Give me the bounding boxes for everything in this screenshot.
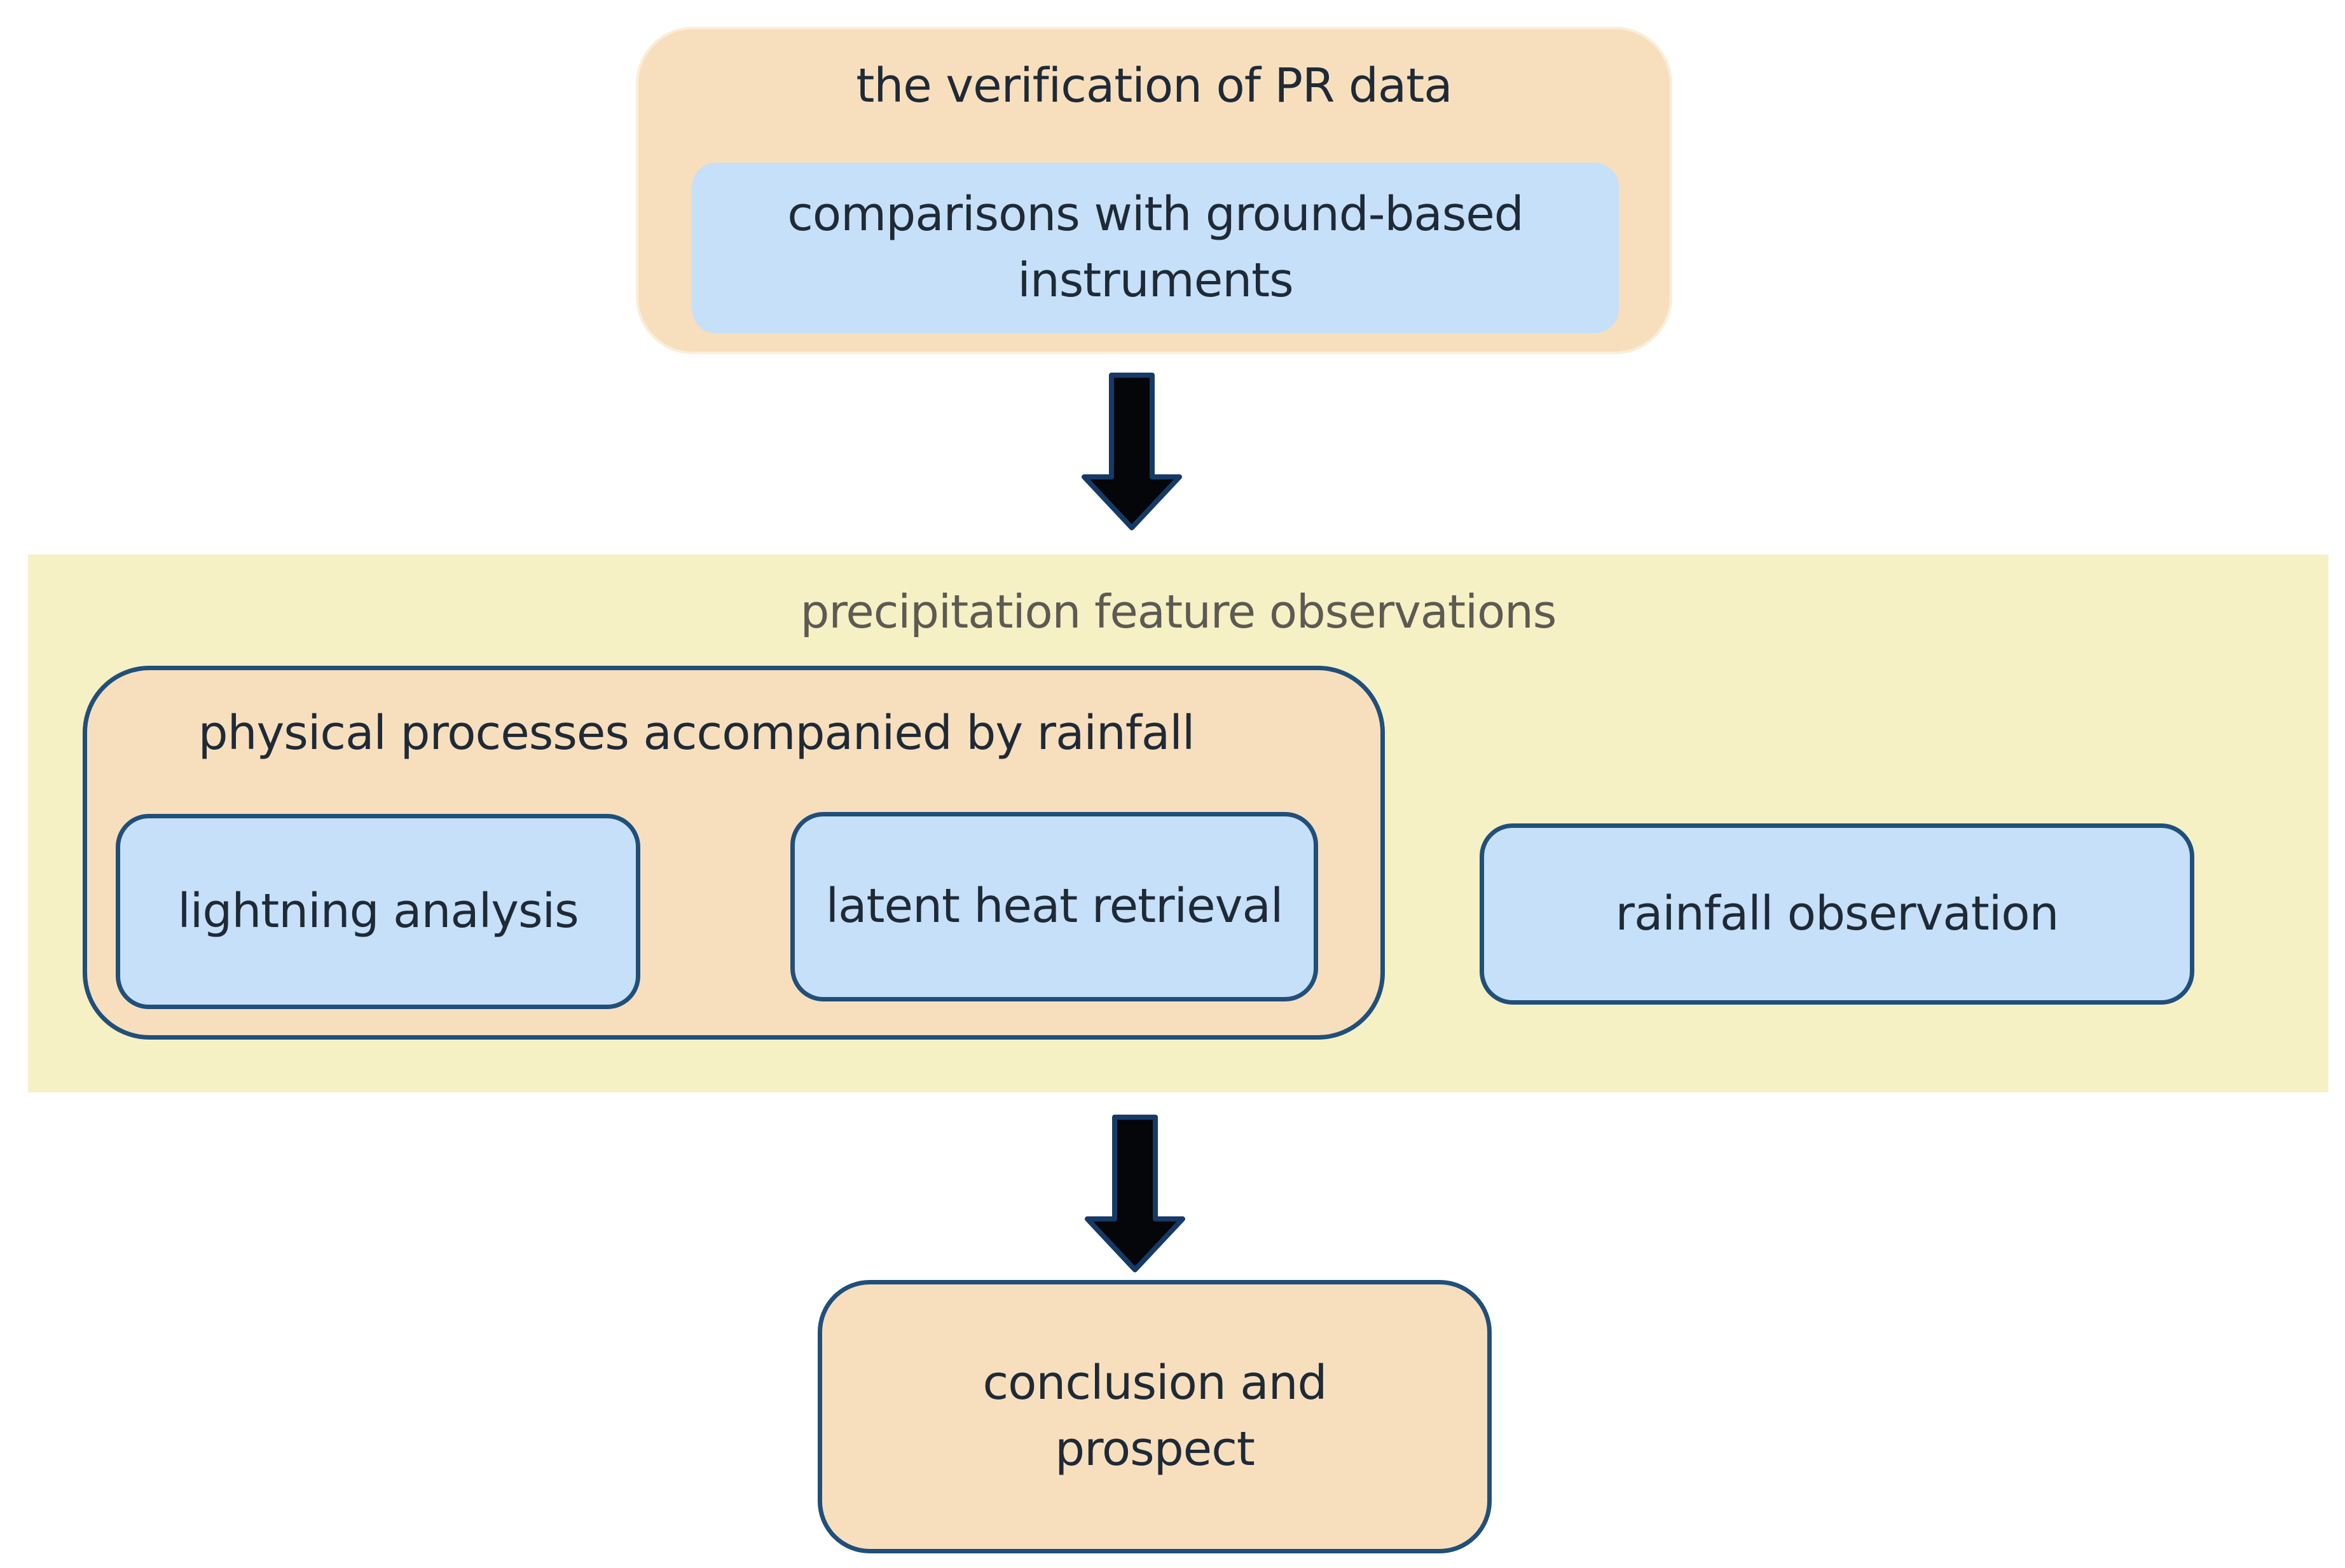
conclusion-label: conclusion and prospect (982, 1356, 1327, 1476)
lightning-analysis-label: lightning analysis (177, 883, 579, 939)
conclusion-box: conclusion and prospect (818, 1280, 1492, 1553)
comparison-box: comparisons with ground-based instrument… (692, 163, 1619, 333)
rainfall-observation-box: rainfall observation (1480, 823, 2194, 1005)
lightning-analysis-box: lightning analysis (116, 814, 640, 1009)
latent-heat-retrieval-box: latent heat retrieval (790, 812, 1318, 1001)
physical-processes-title: physical processes accompanied by rainfa… (198, 706, 1195, 760)
verification-title: the verification of PR data (856, 58, 1452, 113)
rainfall-observation-label: rainfall observation (1615, 886, 2060, 941)
comparison-label: comparisons with ground-based instrument… (787, 187, 1524, 308)
precipitation-section-title: precipitation feature observations (800, 585, 1557, 638)
latent-heat-retrieval-label: latent heat retrieval (825, 879, 1284, 934)
arrow-down-icon (1082, 373, 1182, 530)
arrow-down-icon (1085, 1115, 1185, 1272)
